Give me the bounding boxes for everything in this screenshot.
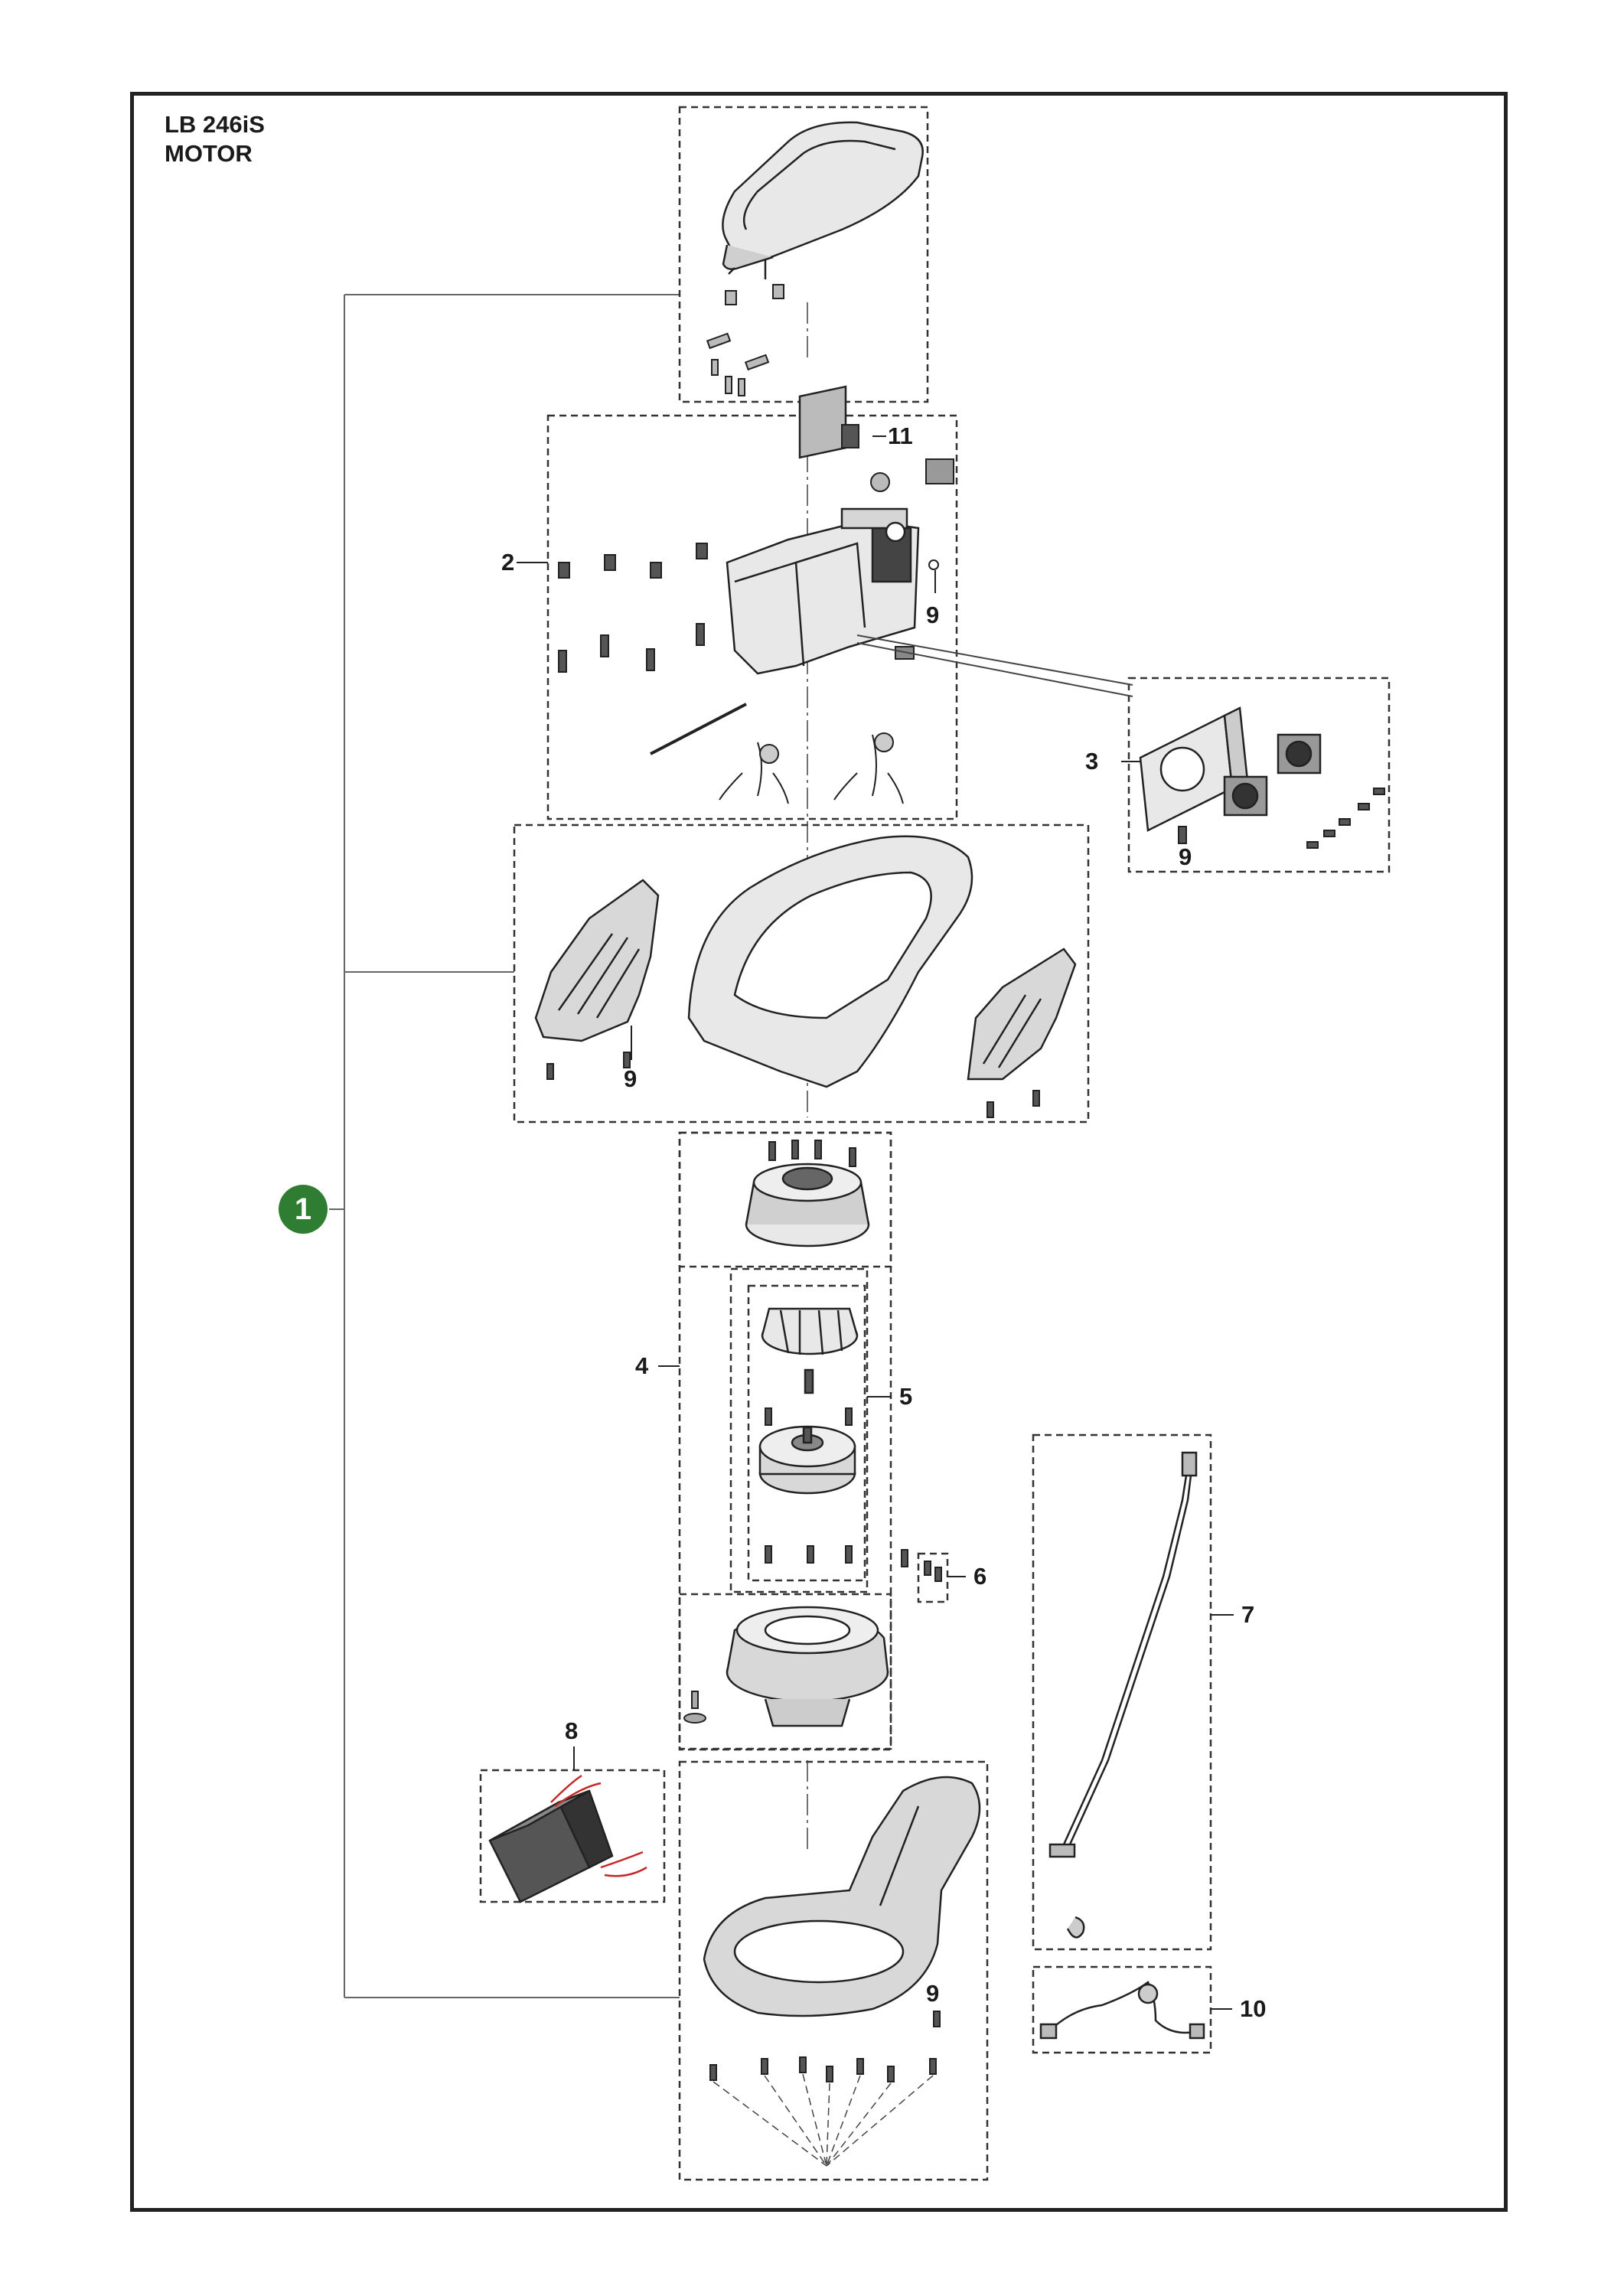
shell-screws	[546, 1052, 1040, 1118]
motor-cap-part	[745, 1163, 870, 1247]
callout-leader-lines	[517, 435, 1234, 2010]
callout-10: 10	[1240, 1995, 1267, 2022]
lower-housing-screw-leaders	[713, 2073, 934, 2167]
group-box-screws-6	[917, 1552, 949, 1603]
group-box-motor-base	[678, 1593, 892, 1751]
motor-base-part	[726, 1606, 889, 1727]
group-box-battery-bracket	[546, 414, 958, 820]
assembly-badge: 1	[279, 1185, 328, 1234]
callout-8: 8	[565, 1717, 579, 1744]
charger-part	[488, 1774, 647, 1903]
callout-7: 7	[1241, 1601, 1255, 1628]
fan-screws	[1178, 788, 1385, 849]
callout-6: 6	[973, 1563, 987, 1590]
impeller-part	[761, 1307, 859, 1394]
harness-part	[1039, 1981, 1205, 2040]
group-box-harness	[1032, 1965, 1212, 2054]
fan-part	[1139, 706, 1322, 832]
group-box-cable	[1032, 1433, 1212, 1951]
callout-3: 3	[1085, 748, 1099, 775]
bracket-small-parts	[558, 424, 954, 755]
callout-11: 11	[888, 422, 913, 449]
left-side-cover	[534, 879, 660, 1042]
bracket-cables	[719, 634, 1133, 804]
diagram-frame	[130, 92, 1508, 2212]
group-box-motor-cap	[678, 1131, 892, 1268]
top-cover-part	[722, 121, 924, 279]
motor-screws	[765, 1407, 942, 1582]
callout-4: 4	[635, 1352, 649, 1379]
callout-9-bracket: 9	[926, 602, 940, 628]
group-box-lower-housing	[678, 1760, 989, 2181]
lower-housing-part	[703, 1776, 981, 2017]
motor-cap-screws	[768, 1140, 856, 1167]
model-title: LB 246iS	[165, 111, 265, 138]
group-box-motor-inner	[747, 1284, 866, 1582]
callout-9-fan: 9	[1179, 843, 1192, 870]
assembly-tree-lines	[329, 294, 680, 1998]
right-side-cover	[967, 947, 1077, 1081]
cable-part	[1048, 1451, 1198, 1939]
housing-shell-part	[687, 835, 973, 1088]
battery-bracket-part	[726, 385, 920, 675]
callout-5: 5	[899, 1383, 913, 1410]
callout-9-shell: 9	[624, 1065, 638, 1092]
callout-2: 2	[501, 549, 515, 576]
group-box-housing-shell	[513, 823, 1090, 1124]
group-box-charger	[479, 1769, 666, 1903]
electric-motor-part	[758, 1425, 856, 1495]
callout-9-bottom: 9	[926, 1980, 940, 2007]
group-box-fan	[1127, 677, 1391, 873]
lower-housing-screws	[709, 2011, 941, 2082]
motor-base-washer	[683, 1691, 706, 1724]
section-title: MOTOR	[165, 140, 253, 167]
cover-small-parts	[706, 284, 784, 396]
